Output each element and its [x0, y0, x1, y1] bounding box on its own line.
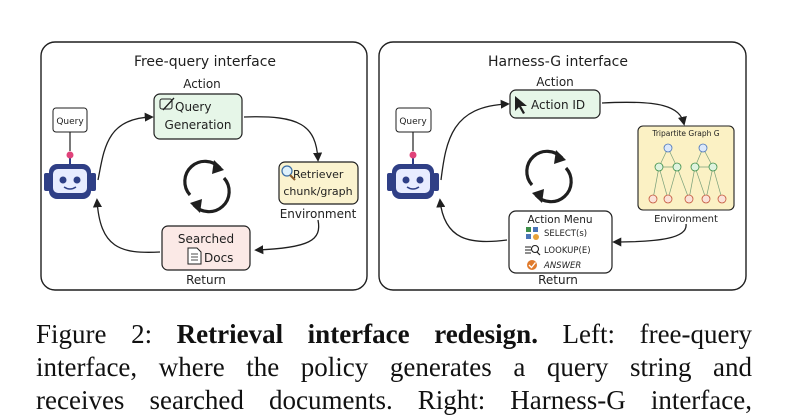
right-arrow-to-menu — [612, 223, 687, 247]
searched-docs-box: Searched Docs — [161, 225, 251, 271]
left-action-label: Action — [183, 77, 221, 91]
left-return-label: Return — [186, 273, 226, 287]
right-arrow-to-action-id — [440, 99, 510, 181]
action-menu-title: Action Menu — [527, 214, 592, 226]
right-robot-icon — [387, 151, 439, 199]
select-icon — [526, 227, 539, 240]
svg-text:Query: Query — [399, 117, 427, 127]
left-arrow-to-robot — [92, 198, 161, 253]
right-return-label: Return — [538, 273, 578, 287]
right-panel: Harness-G interface Action Action ID Que… — [378, 41, 747, 291]
right-cycle-icon — [525, 149, 573, 204]
left-panel-frame — [40, 41, 368, 291]
tripartite-graph-box: Tripartite Graph G — [637, 125, 735, 211]
left-arrow-to-generation — [97, 112, 154, 181]
right-panel-title: Harness-G interface — [488, 54, 628, 70]
figure-diagram: Free-query interface Action Query Genera… — [40, 41, 747, 291]
right-arrow-to-graph — [601, 101, 687, 126]
menu-item-select: SELECT(s) — [544, 229, 587, 239]
menu-item-answer: ANSWER — [543, 261, 581, 271]
right-action-label: Action — [536, 75, 574, 89]
left-query-tag: Query — [52, 107, 88, 133]
caption-line-1: Figure 2: Retrieval interface redesign. … — [36, 318, 752, 351]
generation-line2: Generation — [165, 118, 232, 132]
retriever-line2: chunk/graph — [283, 185, 352, 198]
magnifier-icon — [281, 165, 296, 181]
graph-title: Tripartite Graph G — [651, 129, 719, 138]
action-id-text: Action ID — [531, 98, 585, 112]
left-arrow-to-retriever — [243, 116, 323, 162]
menu-item-lookup: LOOKUP(E) — [544, 246, 591, 256]
cursor-icon — [515, 96, 527, 114]
searched-line2: Docs — [204, 251, 233, 265]
right-query-tag: Query — [395, 107, 432, 133]
caption-line1-rest: Left: free-query — [537, 319, 752, 349]
svg-text:Query: Query — [56, 117, 84, 127]
retriever-line1: Retriever — [293, 168, 344, 181]
document-icon — [187, 247, 202, 265]
caption-line-3: receives searched documents. Right: Harn… — [36, 385, 752, 415]
action-menu-box: Action Menu SELECT(s) LOOKUP(E) ANSWER — [508, 210, 613, 274]
lookup-icon — [525, 244, 541, 256]
searched-line1: Searched — [178, 232, 234, 246]
right-arrow-to-robot — [436, 198, 508, 243]
caption-bold-title: Retrieval interface redesign. — [176, 319, 538, 349]
action-id-box: Action ID — [509, 89, 601, 119]
left-panel-title: Free-query interface — [134, 54, 276, 70]
caption-prefix: Figure 2: — [36, 319, 177, 349]
right-environment-label: Environment — [654, 214, 718, 225]
query-generation-box: Query Generation — [153, 93, 243, 140]
graph-nodes-bottom — [648, 194, 727, 204]
left-arrow-to-searched — [254, 219, 320, 255]
left-cycle-icon — [183, 159, 231, 214]
generation-line1: Query — [175, 100, 211, 114]
graph-nodes-middle — [654, 162, 718, 172]
figure-caption: Figure 2: Retrieval interface redesign. … — [36, 318, 752, 418]
answer-check-icon — [527, 260, 537, 270]
graph-nodes-top — [663, 143, 708, 153]
retriever-box: Retriever chunk/graph — [278, 161, 359, 205]
pen-icon — [159, 97, 175, 111]
caption-line-2: interface, where the policy generates a … — [36, 352, 752, 382]
left-panel: Free-query interface Action Query Genera… — [40, 41, 368, 291]
left-robot-icon — [44, 151, 96, 199]
left-environment-label: Environment — [280, 207, 357, 221]
